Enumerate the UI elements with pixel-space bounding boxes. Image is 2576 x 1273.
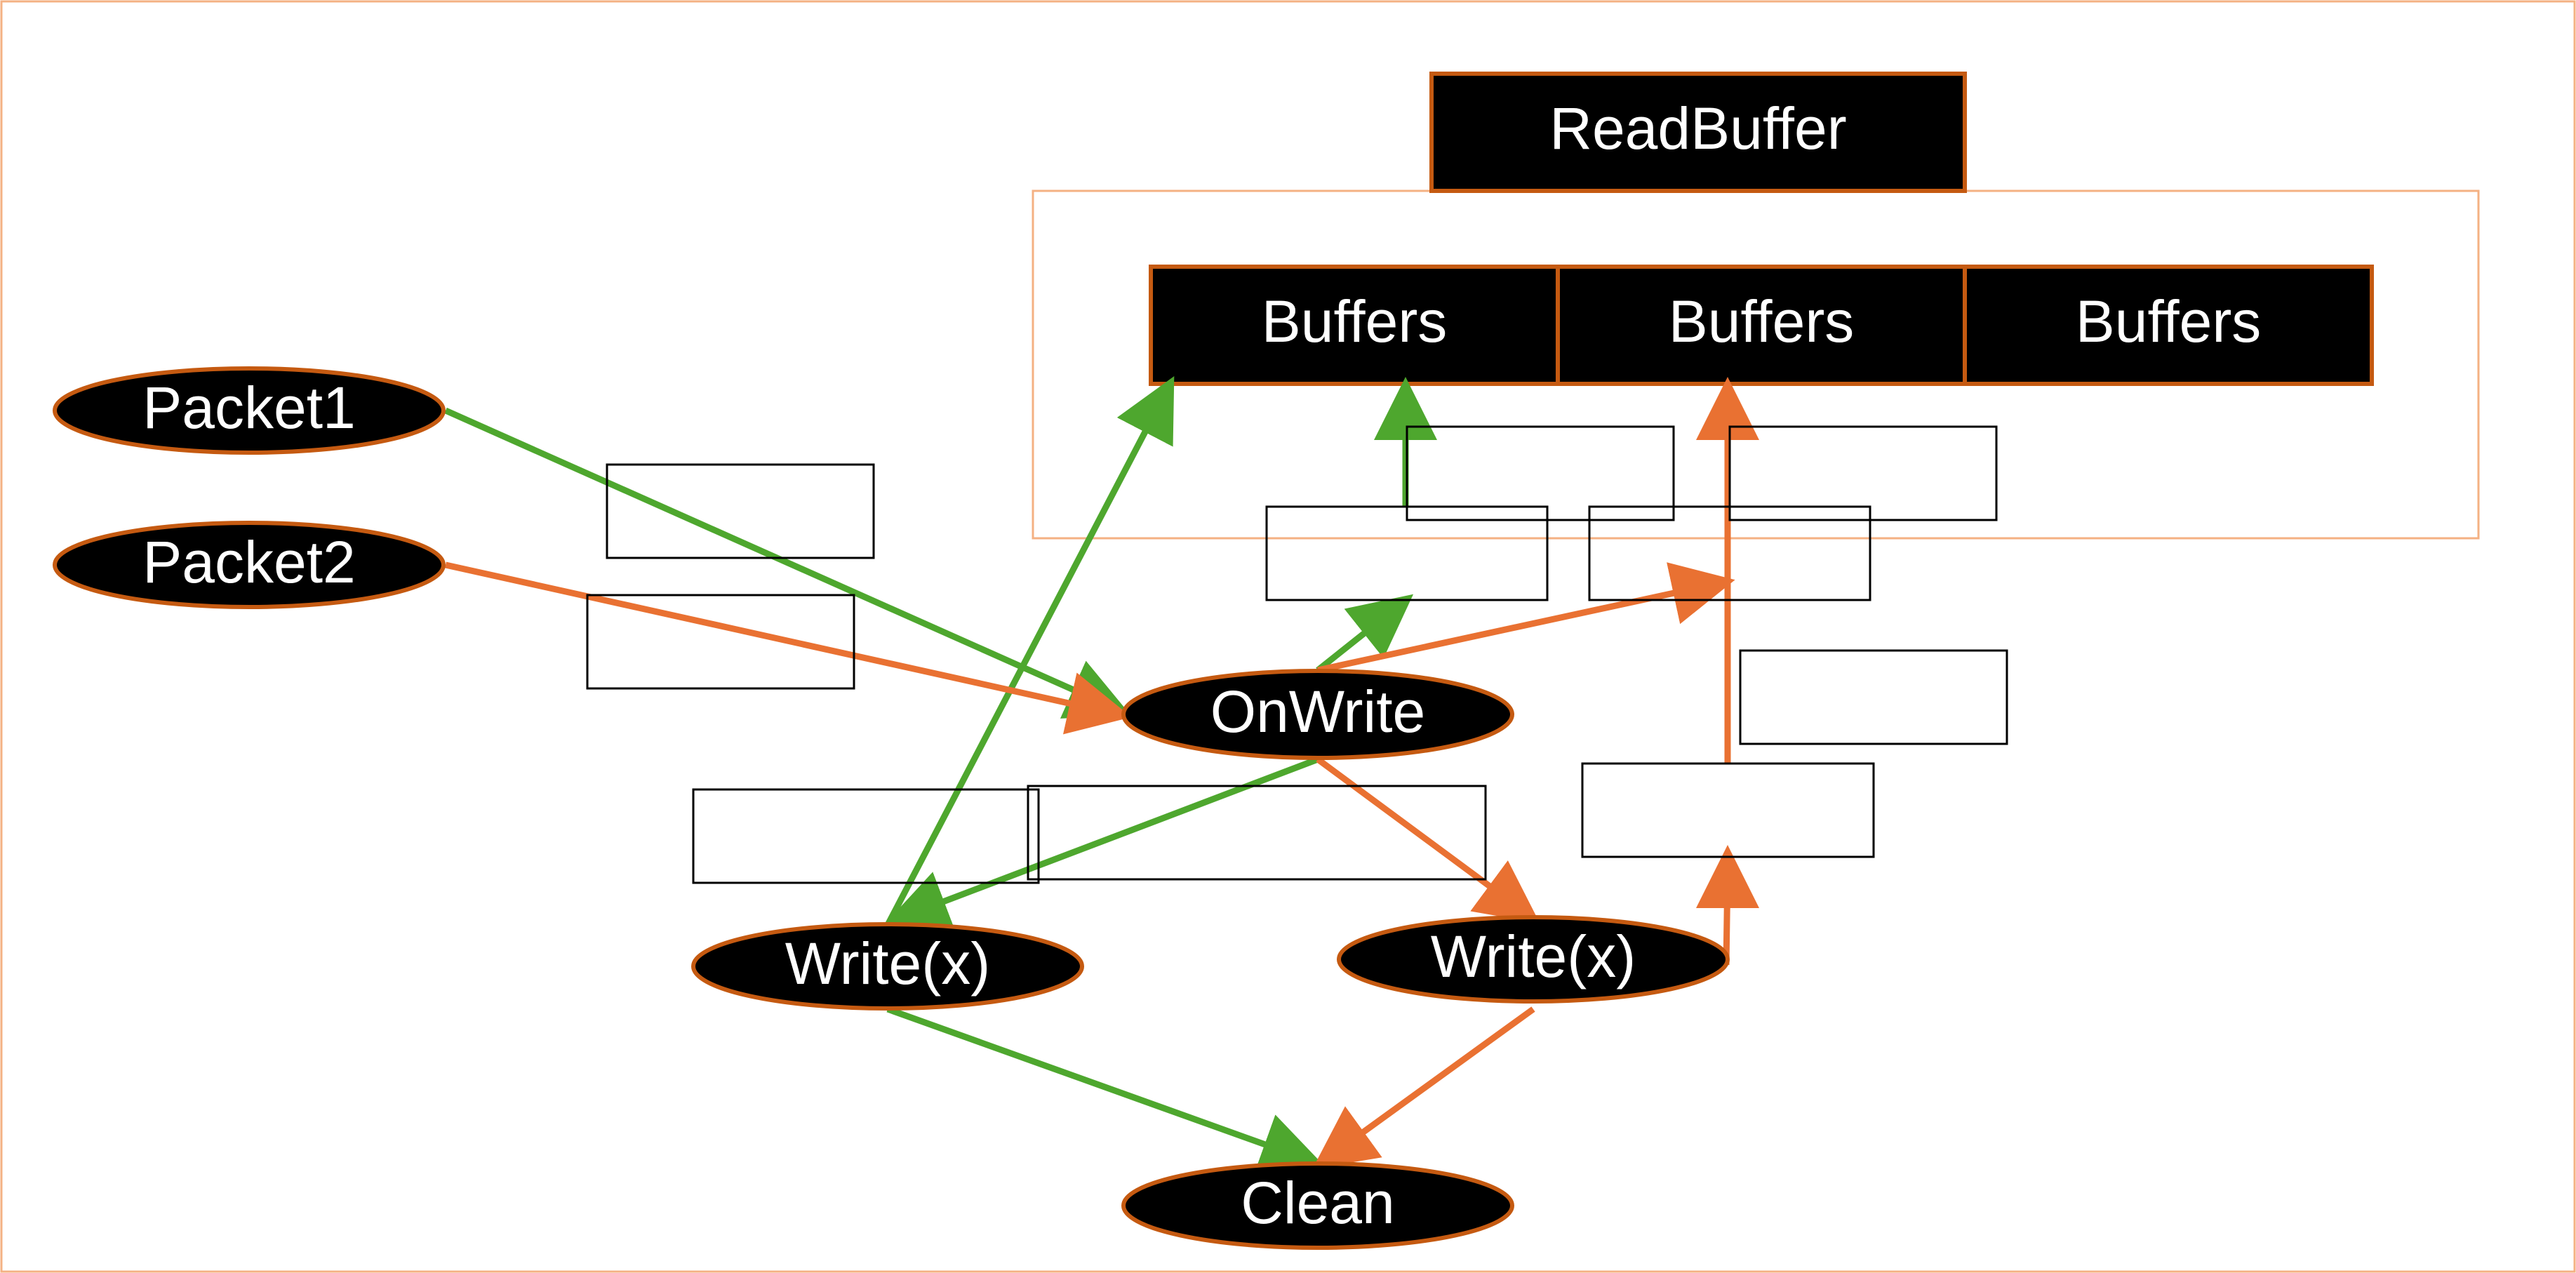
arrow-onwrite-to-write-right bbox=[1316, 757, 1540, 924]
label-box bbox=[606, 463, 875, 559]
onwrite-node: OnWrite bbox=[1121, 669, 1514, 760]
onwrite-label: OnWrite bbox=[1210, 679, 1426, 745]
orange-flow bbox=[445, 377, 1759, 1169]
arrow-onwrite-to-box bbox=[1316, 594, 1414, 673]
label-box bbox=[1581, 762, 1875, 858]
buffer-1-label: Buffers bbox=[1262, 288, 1448, 354]
label-box bbox=[1027, 785, 1487, 881]
label-box bbox=[1739, 649, 2008, 745]
label-boxes bbox=[586, 425, 2008, 884]
packet1-label: Packet1 bbox=[142, 375, 356, 441]
arrow-packet2-to-onwrite bbox=[445, 561, 1132, 735]
arrow-write-left-to-clean bbox=[886, 1006, 1324, 1175]
arrow-onwrite-to-box-right bbox=[1317, 562, 1735, 674]
write-left-label: Write(x) bbox=[785, 931, 990, 997]
write-right-node: Write(x) bbox=[1337, 915, 1730, 1004]
packet2-label: Packet2 bbox=[142, 529, 356, 595]
write-right-label: Write(x) bbox=[1431, 924, 1636, 989]
arrow-write-right-to-box bbox=[1696, 845, 1759, 966]
clean-node: Clean bbox=[1121, 1161, 1514, 1250]
buffer-2-label: Buffers bbox=[1669, 288, 1855, 354]
green-flow bbox=[444, 376, 1437, 1175]
clean-label: Clean bbox=[1241, 1170, 1394, 1236]
read-buffer-node: ReadBuffer bbox=[1429, 72, 1967, 193]
label-box bbox=[1728, 425, 1998, 521]
buffers-row: Buffers Buffers Buffers bbox=[1149, 265, 2374, 386]
read-buffer-label: ReadBuffer bbox=[1549, 95, 1846, 161]
label-box bbox=[1406, 425, 1675, 521]
label-box bbox=[692, 788, 1040, 884]
arrow-write-right-to-clean bbox=[1312, 1006, 1535, 1169]
arrow-write-left-to-buffer-1 bbox=[885, 376, 1175, 927]
buffer-3-label: Buffers bbox=[2076, 288, 2262, 354]
packet1-node: Packet1 bbox=[53, 366, 446, 455]
label-box bbox=[586, 594, 855, 690]
write-left-node: Write(x) bbox=[691, 922, 1084, 1011]
arrow-packet1-to-onwrite bbox=[444, 407, 1131, 719]
packet2-node: Packet2 bbox=[53, 521, 446, 609]
